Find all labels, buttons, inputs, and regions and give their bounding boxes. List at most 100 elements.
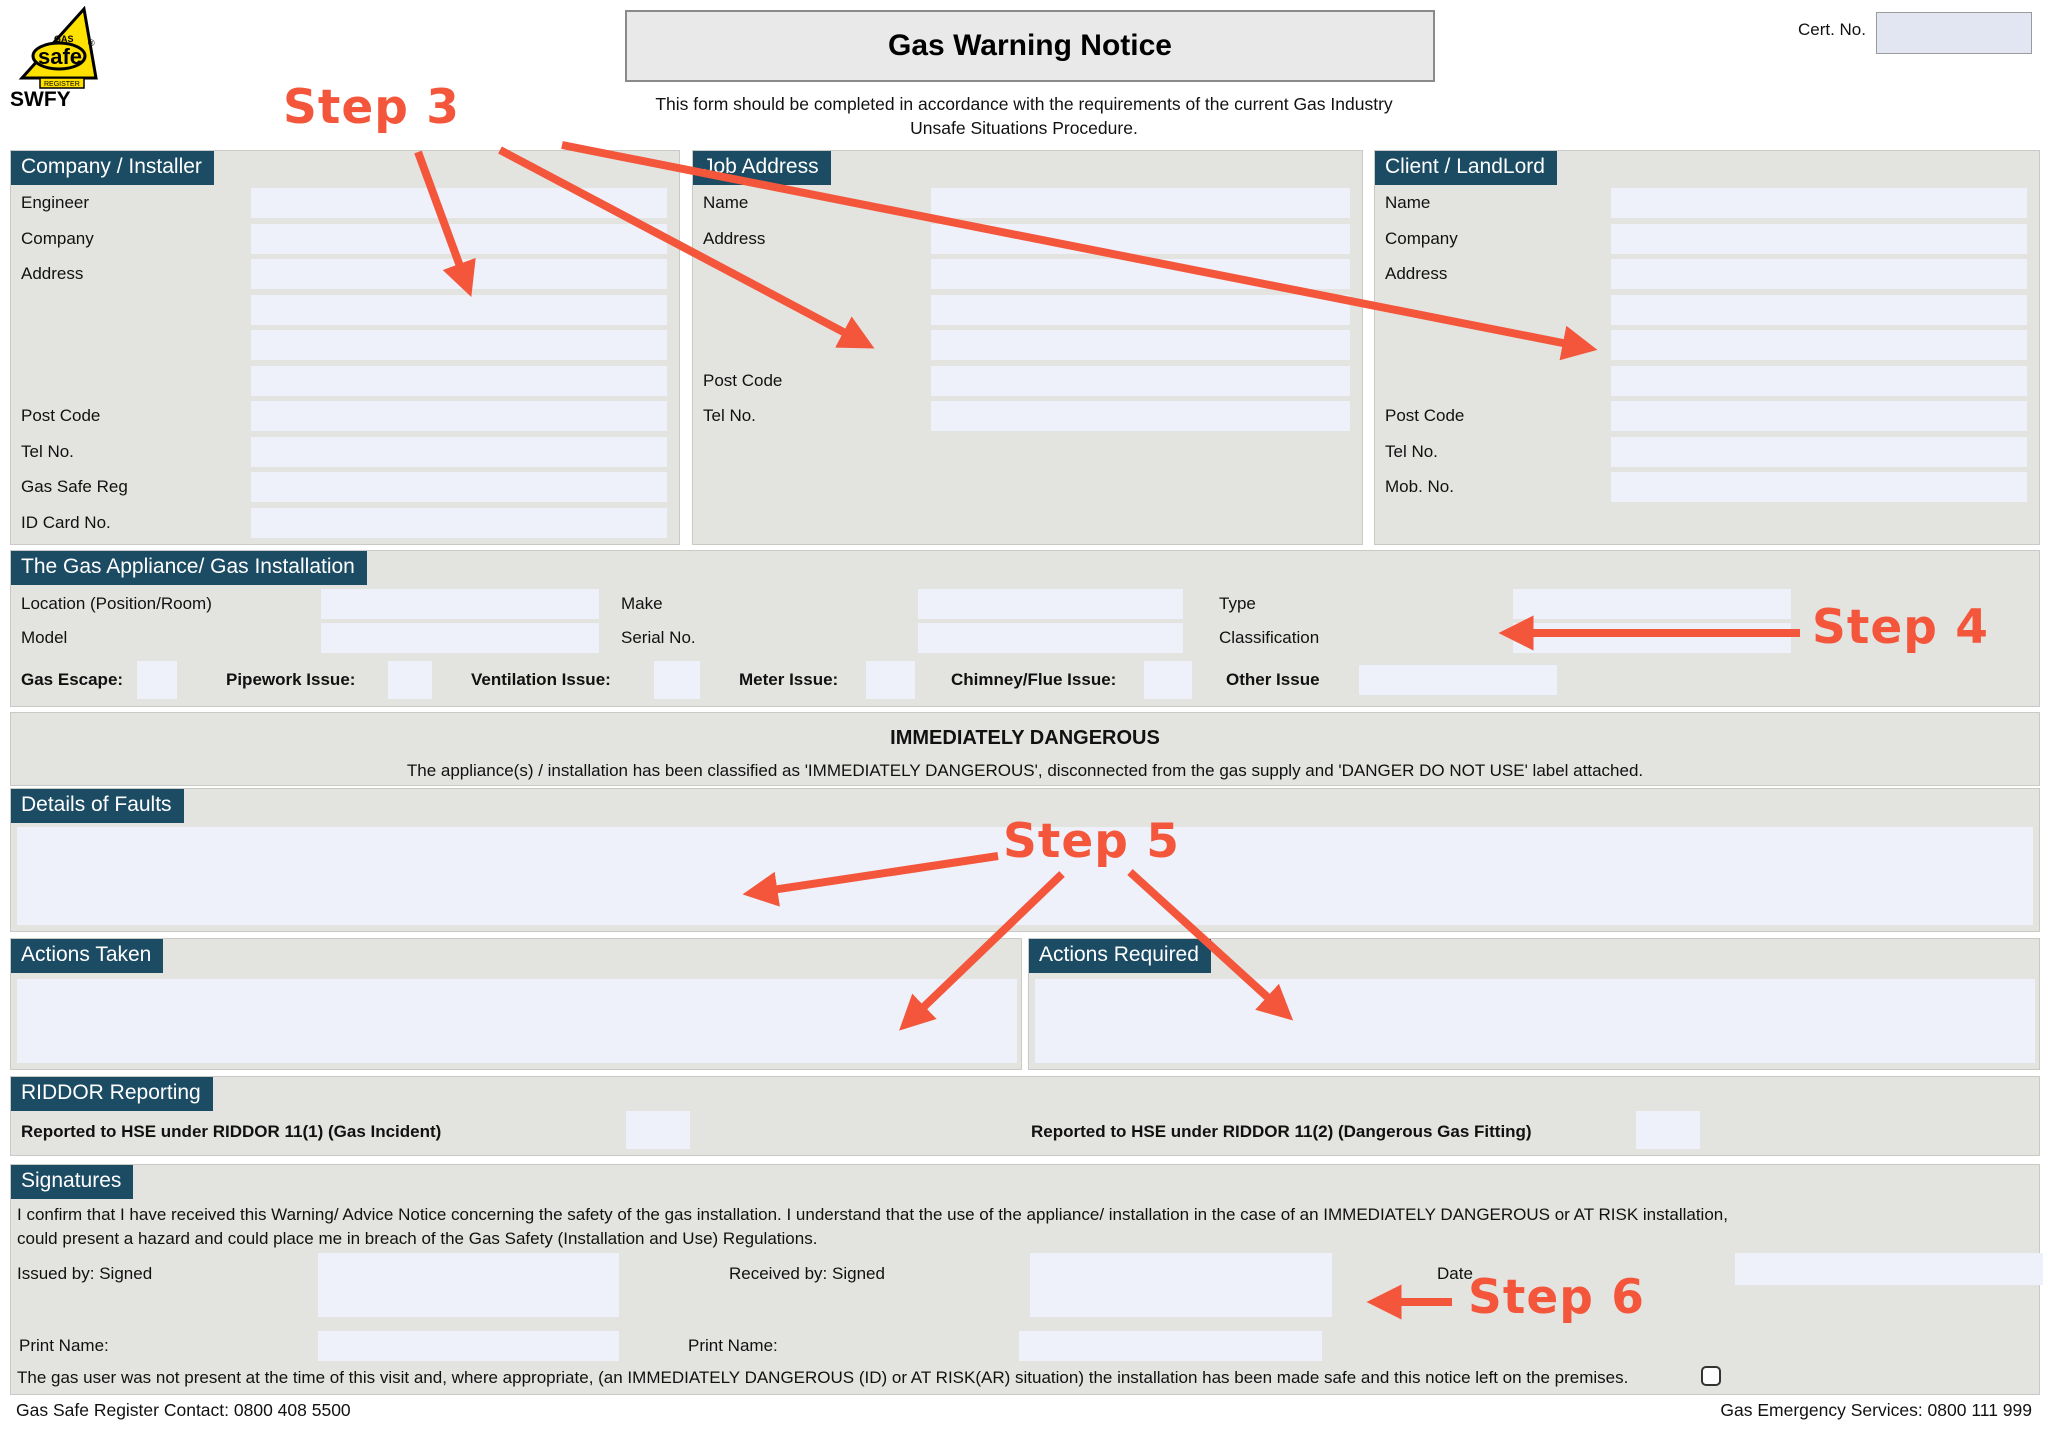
received-by-label: Received by: Signed (729, 1264, 885, 1283)
form-title-box: Gas Warning Notice (625, 10, 1435, 82)
company-address-input-1[interactable] (251, 259, 667, 290)
svg-text:GAS: GAS (54, 34, 74, 44)
field-row: Gas Safe Reg (11, 472, 679, 503)
gas-safe-register-logo: GAS safe ® REGISTER (10, 5, 120, 97)
field-row: Address (11, 259, 679, 290)
field-row: Engineer (11, 188, 679, 219)
section-title-riddor: RIDDOR Reporting (11, 1077, 213, 1112)
pipework-issue-input[interactable] (388, 661, 432, 699)
print-name-right-input[interactable] (1019, 1331, 1322, 1361)
client-mob-input[interactable] (1611, 472, 2027, 503)
section-title-gas-appliance: The Gas Appliance/ Gas Installation (11, 551, 367, 586)
company-tel-input[interactable] (251, 436, 667, 467)
section-riddor-reporting: RIDDOR Reporting Reported to HSE under R… (10, 1076, 2040, 1156)
immediately-dangerous-title: IMMEDIATELY DANGEROUS (890, 727, 1160, 749)
gas-safe-reg-input[interactable] (251, 472, 667, 503)
org-code: SWFY (10, 88, 71, 111)
field-row: Tel No. (1375, 436, 2039, 467)
field-row: Company (1375, 223, 2039, 254)
field-row (693, 294, 1362, 325)
pipework-issue-label: Pipework Issue: (226, 670, 356, 689)
company-address-input-4[interactable] (251, 365, 667, 396)
svg-text:®: ® (88, 38, 95, 48)
riddor-11-1-label: Reported to HSE under RIDDOR 11(1) (Gas … (21, 1122, 442, 1141)
field-row: Address (1375, 259, 2039, 290)
section-client-landlord: Client / LandLord Name Company Address P… (1374, 150, 2040, 545)
ventilation-issue-input[interactable] (654, 661, 700, 699)
svg-text:REGISTER: REGISTER (44, 81, 80, 88)
section-gas-appliance: The Gas Appliance/ Gas Installation Loca… (10, 550, 2040, 707)
job-address-input-2[interactable] (931, 259, 1350, 290)
classification-input[interactable] (1513, 623, 1791, 653)
client-company-input[interactable] (1611, 223, 2027, 254)
section-title-client-landlord: Client / LandLord (1375, 151, 1557, 186)
annotation-step-3: Step 3 (283, 80, 460, 135)
field-row (693, 259, 1362, 290)
field-row: Company (11, 223, 679, 254)
field-row: Tel No. (693, 401, 1362, 432)
make-input[interactable] (918, 589, 1183, 619)
riddor-11-2-input[interactable] (1636, 1111, 1700, 1149)
gas-user-not-present-note: The gas user was not present at the time… (17, 1368, 1629, 1387)
cert-no-input[interactable] (1876, 12, 2032, 54)
location-input[interactable] (321, 589, 599, 619)
gas-user-not-present-checkbox[interactable] (1701, 1366, 1721, 1386)
gas-escape-label: Gas Escape: (21, 670, 124, 689)
type-label: Type (1219, 594, 1256, 613)
gas-safe-triangle-icon: GAS safe ® REGISTER (18, 5, 98, 89)
company-address-input-2[interactable] (251, 294, 667, 325)
field-row (1375, 365, 2039, 396)
client-tel-input[interactable] (1611, 436, 2027, 467)
field-row: ID Card No. (11, 507, 679, 538)
company-address-input-3[interactable] (251, 330, 667, 361)
job-tel-input[interactable] (931, 401, 1350, 432)
job-address-input-4[interactable] (931, 330, 1350, 361)
client-address-input-2[interactable] (1611, 294, 2027, 325)
other-issue-input[interactable] (1359, 665, 1557, 695)
type-input[interactable] (1513, 589, 1791, 619)
signature-confirmation-line-2: could present a hazard and could place m… (17, 1229, 818, 1248)
section-title-actions-taken: Actions Taken (11, 939, 164, 974)
section-title-job-address: Job Address (693, 151, 831, 186)
gas-escape-input[interactable] (137, 661, 177, 699)
actions-required-input[interactable] (1035, 979, 2035, 1063)
print-name-right-label: Print Name: (688, 1336, 778, 1355)
meter-issue-label: Meter Issue: (739, 670, 839, 689)
page-title: Gas Warning Notice (888, 29, 1172, 62)
job-name-input[interactable] (931, 188, 1350, 219)
client-address-input-1[interactable] (1611, 259, 2027, 290)
job-address-input-3[interactable] (931, 294, 1350, 325)
actions-taken-input[interactable] (17, 979, 1017, 1063)
chimney-flue-issue-label: Chimney/Flue Issue: (951, 670, 1117, 689)
date-input[interactable] (1735, 1253, 2043, 1285)
meter-issue-input[interactable] (866, 661, 915, 699)
field-row: Post Code (693, 365, 1362, 396)
svg-text:safe: safe (38, 44, 82, 69)
client-name-input[interactable] (1611, 188, 2027, 219)
ventilation-issue-label: Ventilation Issue: (471, 670, 611, 689)
engineer-input[interactable] (251, 188, 667, 219)
client-address-input-4[interactable] (1611, 365, 2027, 396)
serial-no-label: Serial No. (621, 628, 696, 647)
client-postcode-input[interactable] (1611, 401, 2027, 432)
job-postcode-input[interactable] (931, 365, 1350, 396)
field-row (693, 330, 1362, 361)
section-immediately-dangerous: IMMEDIATELY DANGEROUS The appliance(s) /… (10, 712, 2040, 786)
field-row: Address (693, 223, 1362, 254)
print-name-left-input[interactable] (318, 1331, 619, 1361)
serial-no-input[interactable] (918, 623, 1183, 653)
section-actions-taken: Actions Taken (10, 938, 1022, 1070)
company-input[interactable] (251, 223, 667, 254)
received-signature-input[interactable] (1030, 1253, 1332, 1317)
job-address-input-1[interactable] (931, 223, 1350, 254)
client-address-input-3[interactable] (1611, 330, 2027, 361)
id-card-no-input[interactable] (251, 507, 667, 538)
other-issue-label: Other Issue (1226, 670, 1320, 689)
make-label: Make (621, 594, 663, 613)
riddor-11-1-input[interactable] (626, 1111, 690, 1149)
issued-signature-input[interactable] (318, 1253, 619, 1317)
chimney-flue-issue-input[interactable] (1144, 661, 1192, 699)
company-postcode-input[interactable] (251, 401, 667, 432)
model-input[interactable] (321, 623, 599, 653)
